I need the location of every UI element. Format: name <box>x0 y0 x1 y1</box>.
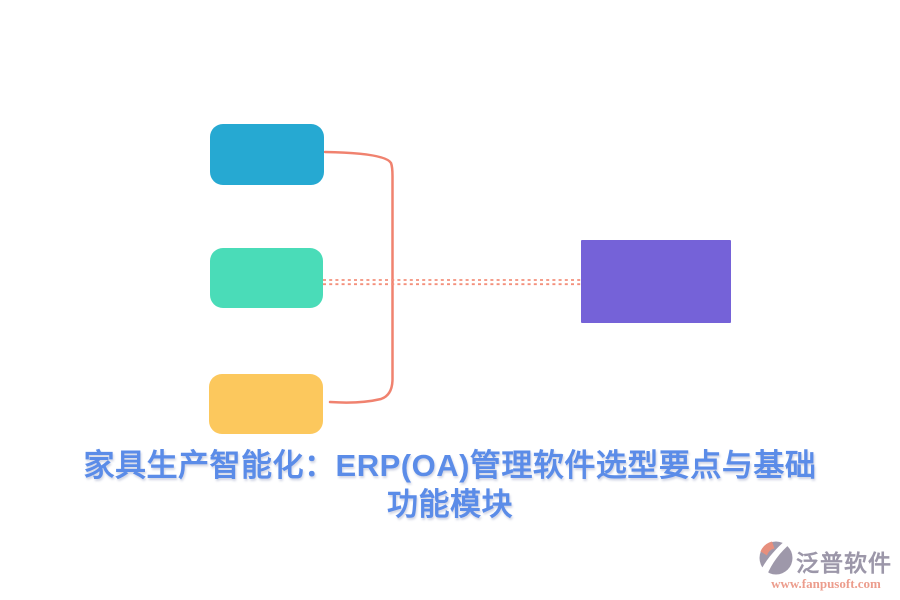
node-top <box>210 124 324 185</box>
page-title: 家具生产智能化：ERP(OA)管理软件选型要点与基础 功能模块 <box>0 446 900 524</box>
watermark: 泛普软件 www.fanpusoft.com <box>758 540 892 592</box>
node-bottom <box>209 374 323 434</box>
page-title-line1: 家具生产智能化：ERP(OA)管理软件选型要点与基础 <box>83 448 817 483</box>
dashed-link-line <box>323 279 581 286</box>
page-title-line2: 功能模块 <box>387 487 513 522</box>
fanpu-logo-icon <box>758 540 794 581</box>
watermark-brand-text: 泛普软件 <box>796 549 892 576</box>
node-middle <box>210 248 323 308</box>
node-right <box>581 240 731 323</box>
watermark-url-text: www.fanpusoft.com <box>771 576 881 591</box>
connector-bracket-line <box>323 150 394 404</box>
